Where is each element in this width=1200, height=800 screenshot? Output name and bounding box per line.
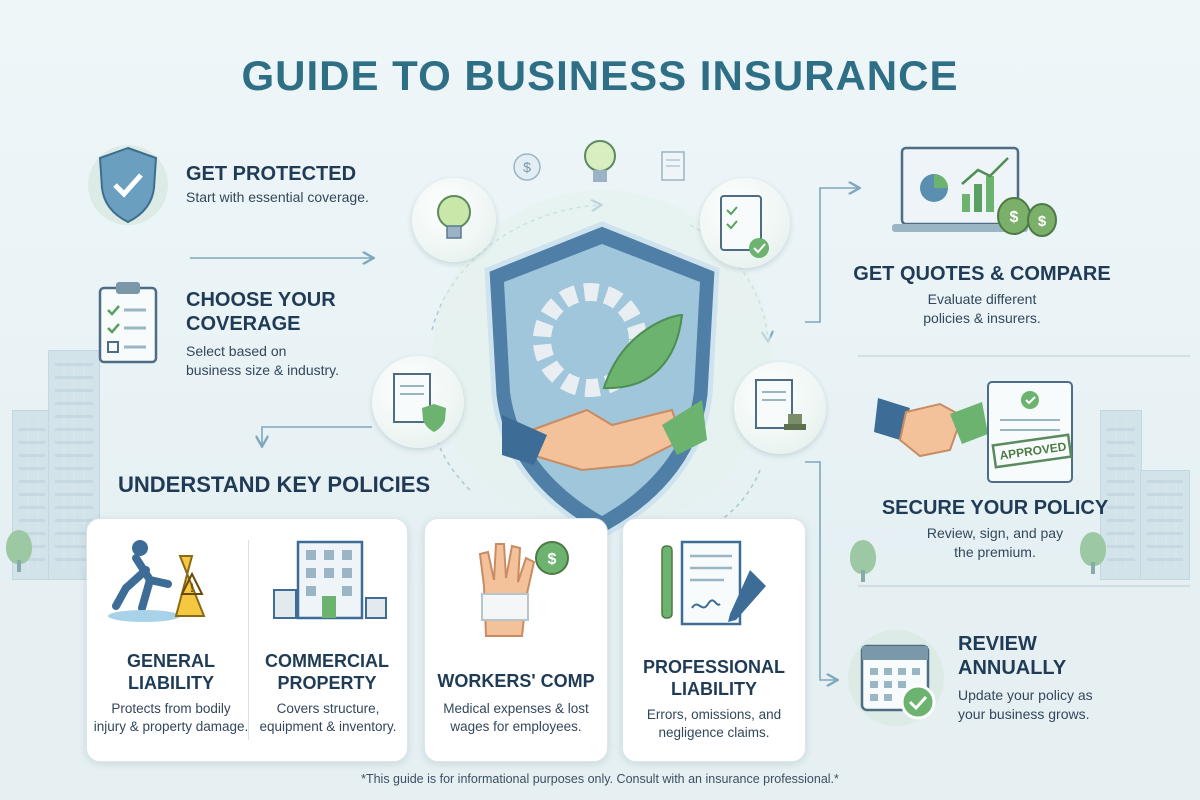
policy-desc-general-2: injury & property damage.	[93, 719, 249, 734]
coin-icon: $	[513, 153, 541, 181]
central-shield-icon	[432, 190, 772, 539]
slip-hazard-icon: !	[108, 540, 206, 622]
policy-title-professional-1: PROFESSIONAL	[642, 657, 785, 677]
step-get-quotes-desc-1: Evaluate different	[927, 291, 1037, 307]
building	[1100, 410, 1142, 580]
svg-text:$: $	[1038, 213, 1047, 230]
policy-desc-professional-1: Errors, omissions, and	[646, 707, 782, 722]
handshake-approved-icon	[874, 381, 1073, 483]
policy-desc-workers-2: wages for employees.	[450, 719, 582, 734]
tree	[6, 530, 32, 572]
step-secure-policy-desc-1: Review, sign, and pay	[926, 525, 1064, 541]
disclaimer-footer: *This guide is for informational purpose…	[361, 772, 839, 786]
clipboard-check-icon	[720, 195, 769, 258]
lightbulb-icon	[437, 195, 471, 239]
step-review-desc-1: Update your policy as	[958, 687, 1093, 703]
card-divider	[248, 540, 249, 740]
step-review-title-1: REVIEW	[958, 633, 1037, 655]
svg-text:$: $	[1010, 209, 1019, 226]
calendar-check-icon	[848, 630, 944, 726]
bulb-top-icon	[584, 140, 616, 182]
step-choose-coverage-desc-1: Select based on	[186, 343, 287, 359]
policy-desc-workers-1: Medical expenses & lost	[443, 701, 589, 716]
document-shield-icon	[393, 373, 446, 432]
step-choose-coverage-desc-2: business size & industry.	[186, 362, 340, 378]
policies-heading: UNDERSTAND KEY POLICIES	[118, 472, 431, 497]
step-review-desc-2: your business grows.	[958, 706, 1090, 722]
policy-desc-professional-2: negligence claims.	[658, 725, 770, 740]
signed-document-pen-icon	[661, 540, 766, 626]
bandaged-hand-icon: $	[478, 541, 569, 637]
step-review-title-2: ANNUALLY	[958, 657, 1067, 679]
policy-title-professional-2: LIABILITY	[671, 679, 757, 699]
policy-desc-property-1: Covers structure,	[276, 701, 380, 716]
step-get-protected-desc: Start with essential coverage.	[186, 189, 369, 205]
policy-title-property-2: PROPERTY	[277, 673, 377, 693]
svg-text:$: $	[548, 551, 557, 568]
clipboard-icon	[98, 282, 158, 364]
step-get-quotes-title: GET QUOTES & COMPARE	[853, 263, 1111, 285]
tree	[1080, 532, 1106, 574]
document-icon	[661, 151, 685, 181]
step-secure-policy-title: SECURE YOUR POLICY	[881, 497, 1109, 519]
page-title: GUIDE TO BUSINESS INSURANCE	[241, 52, 959, 99]
office-building-icon	[273, 540, 387, 620]
policy-title-property-1: COMMERCIAL	[265, 651, 389, 671]
shield-check-icon	[88, 145, 168, 225]
step-secure-policy-desc-2: the premium.	[954, 544, 1036, 560]
step-choose-coverage-title-1: CHOOSE YOUR	[186, 289, 336, 311]
policy-title-workers-comp: WORKERS' COMP	[437, 671, 595, 691]
tree	[850, 540, 876, 582]
policy-desc-general-1: Protects from bodily	[111, 701, 231, 716]
step-choose-coverage-title-2: COVERAGE	[186, 313, 301, 335]
contract-stamp-icon	[755, 379, 806, 430]
policy-desc-property-2: equipment & inventory.	[259, 719, 397, 734]
policy-title-general-2: LIABILITY	[128, 673, 214, 693]
svg-text:$: $	[523, 159, 531, 175]
step-get-quotes-desc-2: policies & insurers.	[923, 310, 1041, 326]
svg-text:!: !	[190, 581, 194, 595]
step-get-protected-title: GET PROTECTED	[186, 163, 357, 185]
laptop-chart-icon: $ $	[892, 146, 1057, 237]
building	[1140, 470, 1190, 580]
policy-title-general-1: GENERAL	[126, 651, 215, 671]
